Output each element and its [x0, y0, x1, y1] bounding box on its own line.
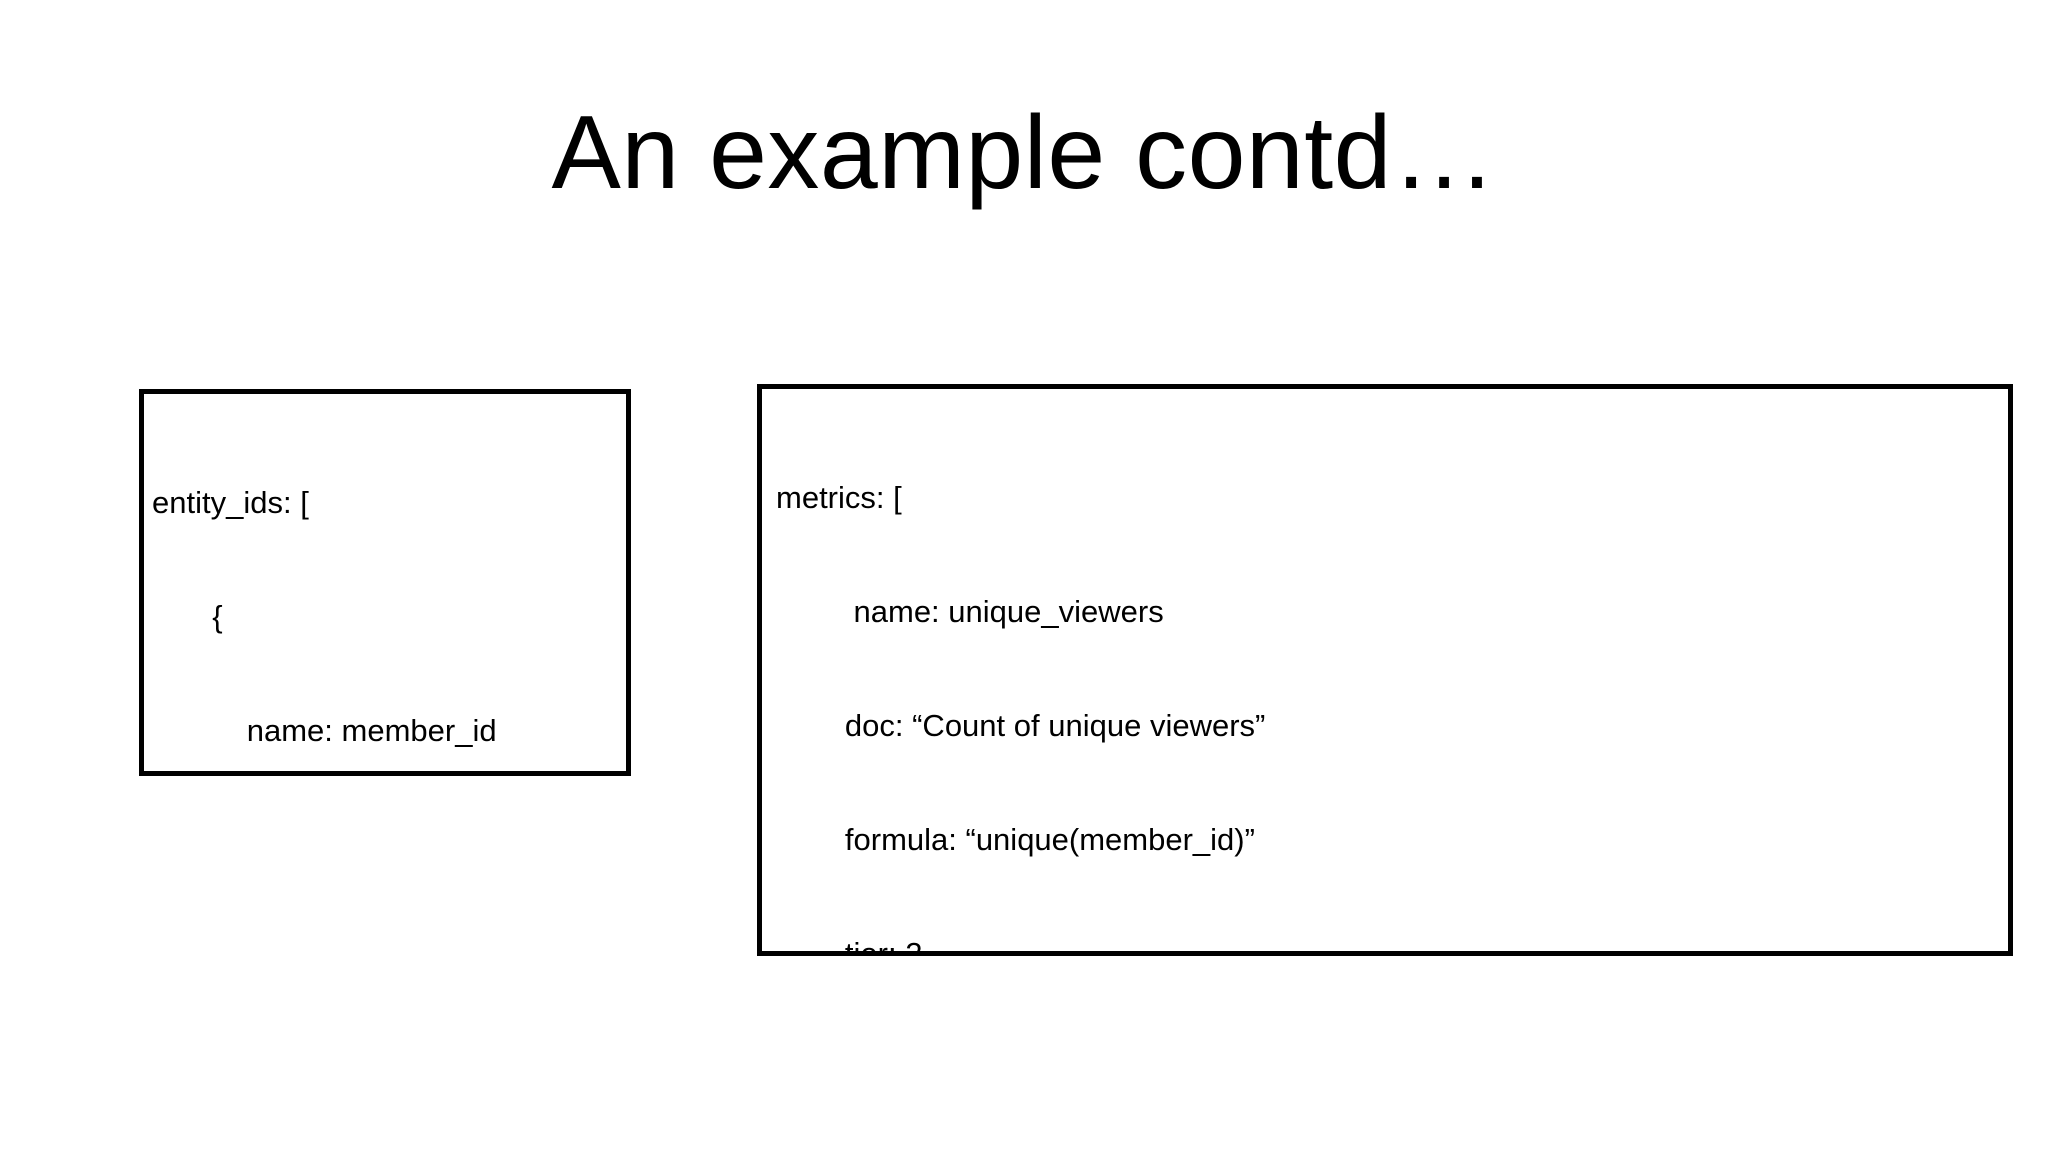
code-line: {	[152, 599, 223, 634]
metrics-code-block: metrics: [ name: unique_viewers doc: “Co…	[757, 384, 2013, 956]
code-line: formula: “unique(member_id)”	[776, 822, 1255, 857]
code-line: entity_ids: [	[152, 485, 309, 520]
code-line: name: member_id	[152, 713, 497, 748]
page-title: An example contd…	[551, 95, 1497, 211]
code-line: doc: “Count of unique viewers”	[776, 708, 1266, 743]
code-line: name: unique_viewers	[776, 594, 1164, 629]
code-line: metrics: [	[776, 480, 902, 515]
entity-ids-code-block: entity_ids: [ { name: member_id category…	[139, 389, 631, 776]
code-line: tier: 2	[776, 936, 923, 956]
